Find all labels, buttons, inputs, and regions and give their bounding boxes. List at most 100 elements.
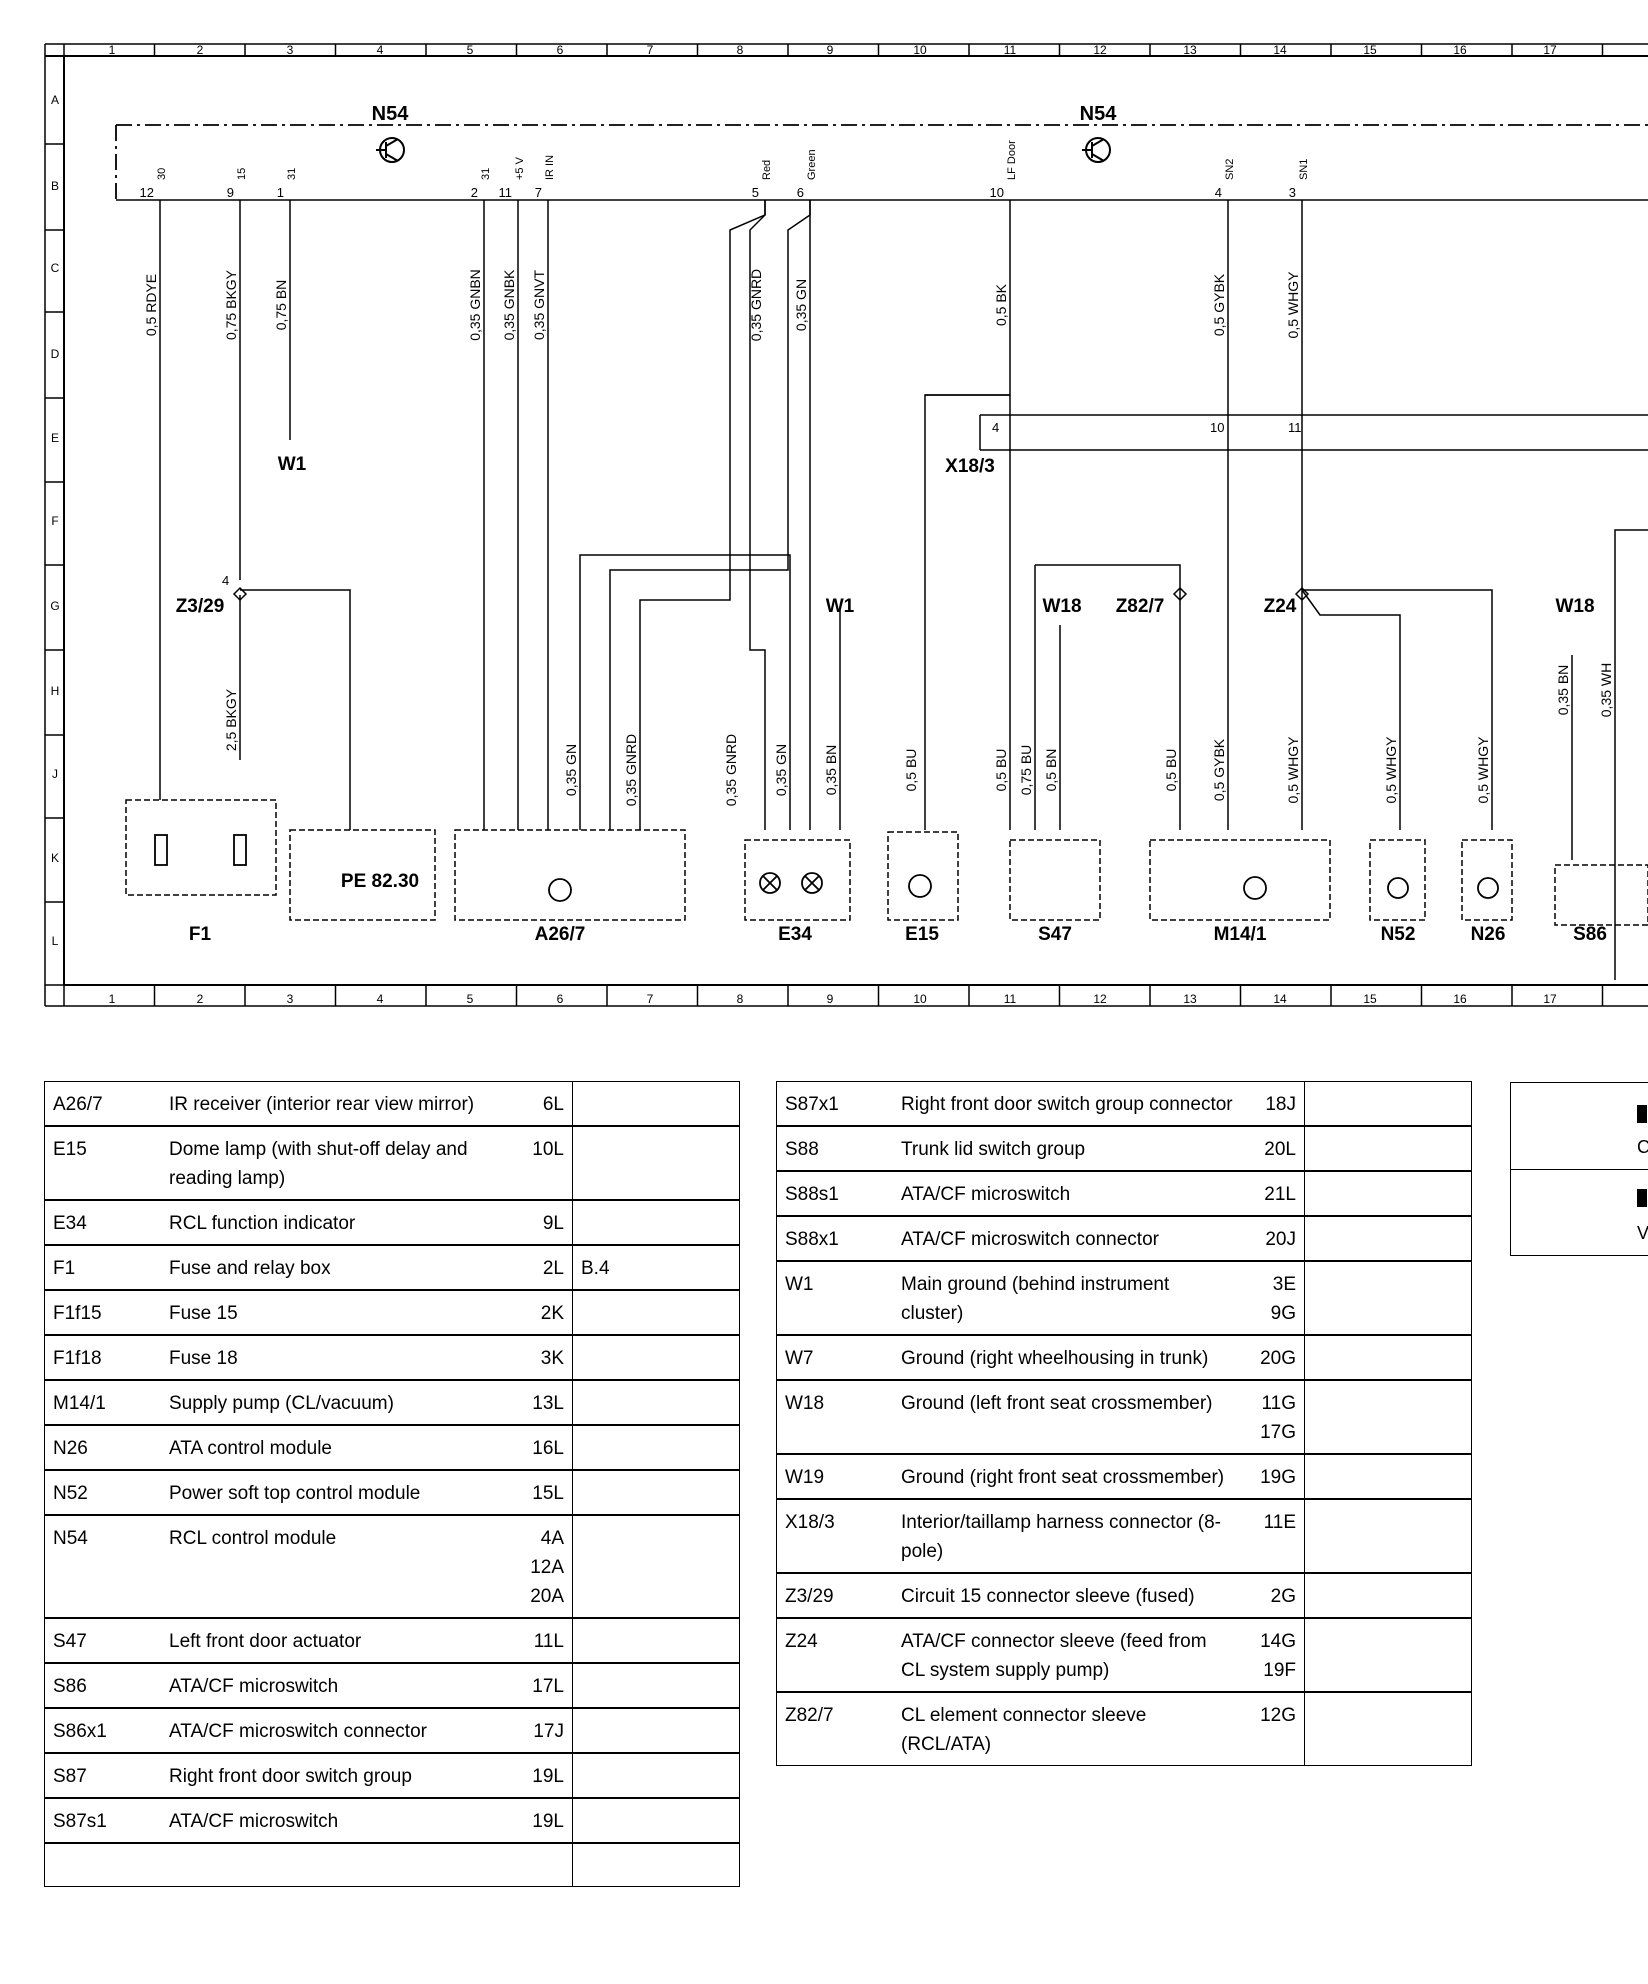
component-f1: F1 <box>189 924 212 945</box>
column-number-bottom: 4 <box>377 992 384 1006</box>
legend-code: E15 <box>44 1125 161 1201</box>
legend-loc: 6L <box>510 1081 573 1127</box>
sleeve-z24-label: Z24 <box>1264 596 1297 617</box>
legend-loc: 12G <box>1242 1691 1305 1766</box>
legend-note <box>1304 1691 1472 1766</box>
wire-label: 0,5 BK <box>993 283 1009 326</box>
column-number-bottom: 5 <box>467 992 474 1006</box>
legend-loc: 17J <box>510 1707 573 1754</box>
component-a267: A26/7 <box>535 924 586 945</box>
legend-loc: 11E <box>1242 1498 1305 1574</box>
legend-loc: 19L <box>510 1752 573 1799</box>
column-number-bottom: 17 <box>1543 992 1557 1006</box>
legend-note <box>1304 1215 1472 1262</box>
column-number-top: 14 <box>1273 43 1287 57</box>
legend-code: Z3/29 <box>776 1572 893 1619</box>
legend-code: W1 <box>776 1260 893 1336</box>
legend-desc: Fuse 15 <box>161 1289 510 1336</box>
n54-pin-name: SN2 <box>1224 159 1236 180</box>
legend-desc: Dome lamp (with shut-off delay and readi… <box>161 1125 510 1201</box>
legend-code: X18/3 <box>776 1498 893 1574</box>
legend-note <box>1304 1125 1472 1172</box>
wire-label: 0,35 BN <box>823 745 839 796</box>
legend-loc: 19G <box>1242 1453 1305 1500</box>
legend-note <box>1304 1081 1472 1127</box>
legend-code: F1f18 <box>44 1334 161 1381</box>
legend-code: S88 <box>776 1125 893 1172</box>
legend-note <box>572 1334 740 1381</box>
legend-note <box>572 1707 740 1754</box>
legend-loc: 14G 19F <box>1242 1617 1305 1693</box>
legend-note <box>1304 1572 1472 1619</box>
component-n26: N26 <box>1471 924 1506 945</box>
legend-note <box>572 1424 740 1471</box>
n54-pin-number: 10 <box>990 185 1004 200</box>
ground-w18-a: W18 <box>1042 596 1081 617</box>
column-number-bottom: 1 <box>109 992 116 1006</box>
wire-label: 0,75 BU <box>1018 745 1034 796</box>
row-letter: K <box>51 851 59 865</box>
sleeve-z827-label: Z82/7 <box>1116 596 1165 617</box>
legend-row <box>44 1842 740 1887</box>
n54-pin-number: 6 <box>797 185 804 200</box>
legend-code: W19 <box>776 1453 893 1500</box>
n54-label-left: N54 <box>372 103 410 125</box>
column-number-top: 11 <box>1004 43 1017 57</box>
component-e34: E34 <box>778 924 812 945</box>
n54-label-right: N54 <box>1080 103 1118 125</box>
legend-code: N26 <box>44 1424 161 1471</box>
legend-note <box>1304 1260 1472 1336</box>
wire-label: 0,5 BU <box>993 749 1009 792</box>
legend-loc: 2K <box>510 1289 573 1336</box>
legend-note <box>1304 1170 1472 1217</box>
wire-label: 0,35 GNVT <box>531 270 547 340</box>
n54-pin-number: 3 <box>1289 185 1296 200</box>
legend-desc: Main ground (behind instrument cluster) <box>893 1260 1242 1336</box>
n54-pin-number: 9 <box>227 185 234 200</box>
legend-code <box>44 1842 161 1887</box>
wire-label: 0,75 BN <box>273 280 289 331</box>
column-number-bottom: 15 <box>1363 992 1377 1006</box>
legend-note <box>572 1199 740 1246</box>
legend-note <box>572 1469 740 1516</box>
stub-table: C V <box>1510 1082 1648 1256</box>
column-number-top: 3 <box>287 43 294 57</box>
legend-loc: 21L <box>1242 1170 1305 1217</box>
component-e15: E15 <box>905 924 939 945</box>
stub-row-2-text: V <box>1637 1223 1648 1243</box>
legend-code: S88x1 <box>776 1215 893 1262</box>
legend-loc: 11L <box>510 1617 573 1664</box>
legend-desc: ATA/CF microswitch connector <box>161 1707 510 1754</box>
legend-note <box>572 1662 740 1709</box>
component-symbols <box>154 834 1499 902</box>
column-number-top: 1 <box>109 43 116 57</box>
legend-loc: 2L <box>510 1244 573 1291</box>
column-number-top: 9 <box>827 43 834 57</box>
legend-loc: 16L <box>510 1424 573 1471</box>
x18-pin-10: 10 <box>1210 420 1224 435</box>
row-letter: C <box>51 261 60 275</box>
legend-desc: Ground (right wheelhousing in trunk) <box>893 1334 1242 1381</box>
legend-note <box>572 1289 740 1336</box>
legend-desc: Interior/taillamp harness connector (8-p… <box>893 1498 1242 1574</box>
legend-code: S88s1 <box>776 1170 893 1217</box>
legend-code: S87x1 <box>776 1081 893 1127</box>
